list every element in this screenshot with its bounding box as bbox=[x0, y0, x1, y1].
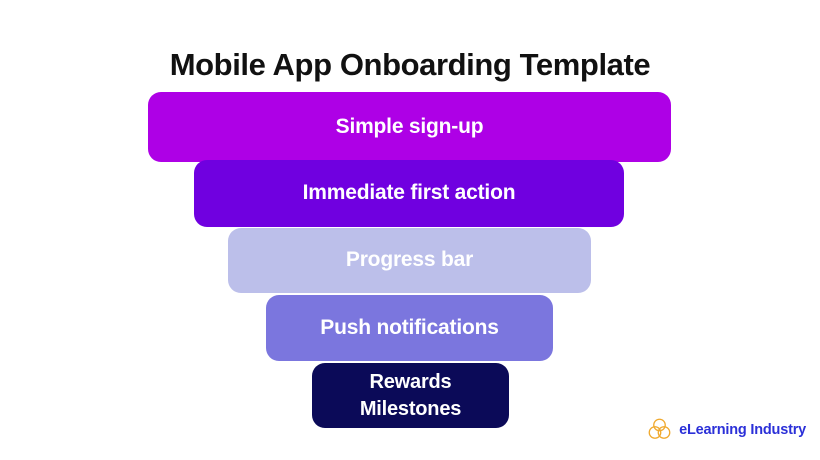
funnel-stage-push-notifications[interactable]: Push notifications bbox=[266, 295, 553, 361]
funnel-stage-progress-bar[interactable]: Progress bar bbox=[228, 228, 591, 293]
brand-logo-text: eLearning Industry bbox=[679, 421, 806, 438]
funnel-stage-rewards-milestones[interactable]: Rewards Milestones bbox=[312, 363, 509, 428]
funnel-stage-immediate-first-action[interactable]: Immediate first action bbox=[194, 160, 624, 227]
funnel-stage-label: Simple sign-up bbox=[335, 114, 484, 138]
trefoil-circles-icon bbox=[648, 418, 671, 439]
brand-logo[interactable]: eLearning Industry bbox=[647, 417, 806, 442]
funnel-stage-label: Immediate first action bbox=[302, 181, 516, 205]
page-title: Mobile App Onboarding Template bbox=[169, 46, 651, 82]
funnel-stage-label: Progress bar bbox=[345, 248, 474, 272]
funnel-stage-label: Rewards Milestones bbox=[359, 370, 462, 420]
funnel-stage-simple-sign-up[interactable]: Simple sign-up bbox=[148, 92, 671, 162]
funnel-stage-label: Push notifications bbox=[320, 315, 499, 339]
